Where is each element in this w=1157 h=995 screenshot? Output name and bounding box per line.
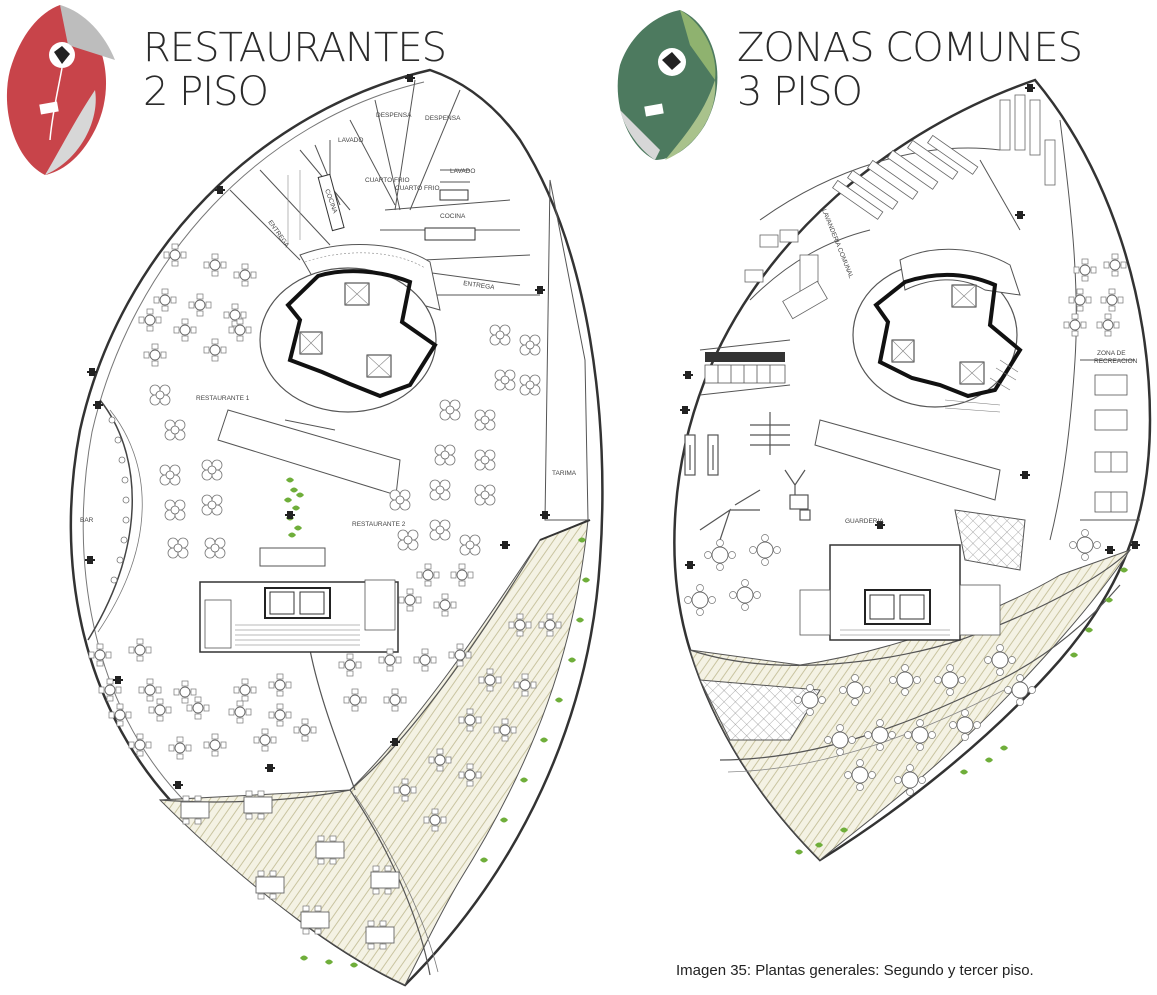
room-label-restaurante-2: RESTAURANTE 2	[352, 521, 406, 528]
lockers	[704, 352, 786, 384]
restaurantes-title-line1: RESTAURANTES	[143, 25, 447, 71]
room-label-lavado-b: LAVADO	[450, 168, 475, 175]
bar-stools	[108, 416, 130, 584]
laundry-machines	[832, 94, 1056, 220]
room-label-despensa-a: DESPENSA	[376, 112, 412, 119]
room-label-guarderia: GUARDERIA	[845, 518, 884, 525]
playground	[684, 412, 811, 541]
left-core-walls	[285, 269, 438, 399]
room-label-despensa-b: DESPENSA	[425, 115, 461, 122]
left-floor-plan: LAVADO DESPENSA DESPENSA CUARTO FRIO CUA…	[69, 68, 604, 987]
room-label-cuarto-frio-a: CUARTO FRIO	[365, 177, 410, 184]
restaurantes-badge-icon	[6, 5, 115, 175]
figure-caption: Imagen 35: Plantas generales: Segundo y …	[676, 962, 1034, 979]
room-label-cuarto-frio-b: CUARTO FRIO	[395, 185, 440, 192]
zonas-comunes-title-line2: 3 PISO	[737, 69, 863, 115]
room-label-entrega-b: ENTREGA	[463, 280, 496, 291]
room-label-bar: BAR	[80, 517, 94, 524]
restaurantes-title-line2: 2 PISO	[143, 69, 269, 115]
room-label-restaurante-1: RESTAURANTE 1	[196, 395, 250, 402]
restaurantes-title: RESTAURANTES 2 PISO	[143, 25, 447, 115]
room-label-cocina-b: COCINA	[440, 213, 466, 220]
zonas-comunes-title: ZONAS COMUNES 3 PISO	[737, 25, 1083, 115]
zonas-comunes-badge-icon	[617, 10, 718, 160]
recreation-tables	[1094, 374, 1128, 513]
room-label-tarima: TARIMA	[552, 470, 577, 477]
room-label-lavado-a: LAVADO	[338, 137, 363, 144]
right-core-walls	[873, 272, 1023, 399]
room-label-zona-recreacion-2: RECREACION	[1094, 358, 1138, 365]
right-floor-plan: LAVANDERIA COMUNAL ZONA DE RECREACION GU…	[673, 78, 1152, 862]
zonas-comunes-title-line1: ZONAS COMUNES	[737, 25, 1083, 71]
room-label-zona-recreacion-1: ZONA DE	[1097, 350, 1126, 357]
left-terrace	[158, 519, 589, 986]
